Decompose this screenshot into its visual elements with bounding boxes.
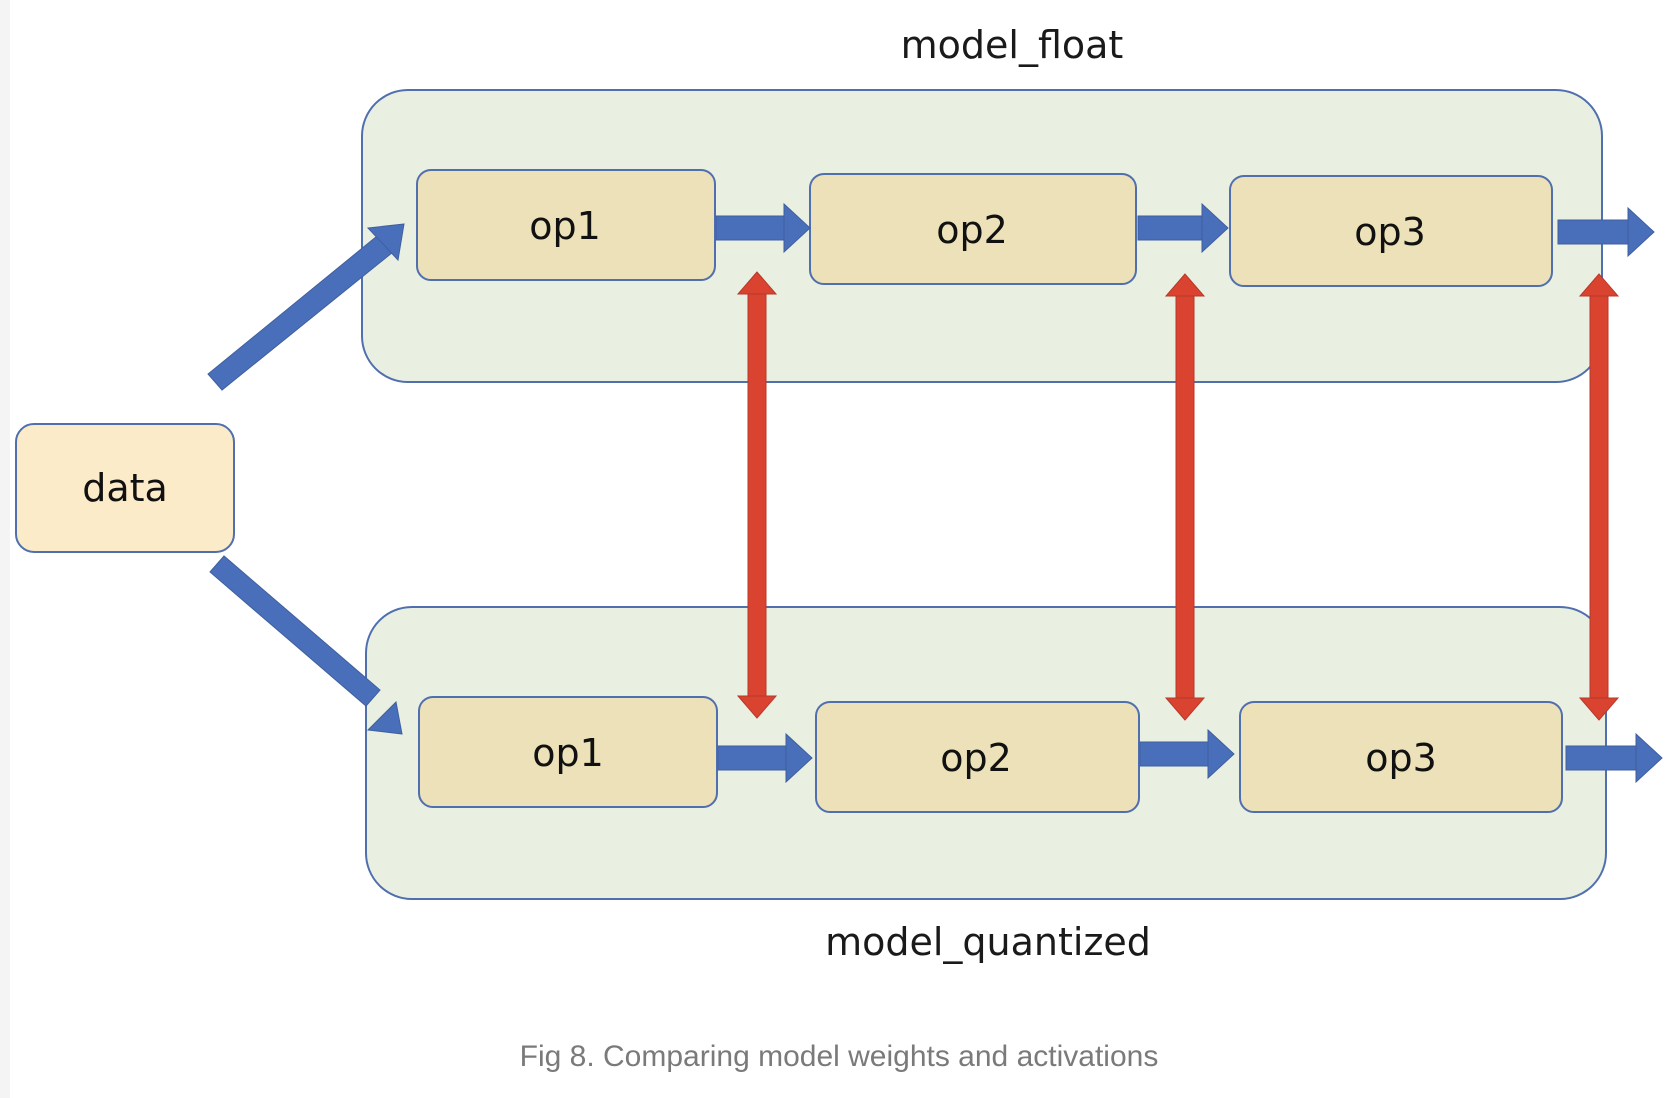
page-margin [0,0,10,1098]
quantized-op1-label: op1 [532,731,604,775]
model-quantized-title: model_quantized [825,920,1151,964]
float-op1-box [416,169,716,281]
quantized-op3-label: op3 [1365,736,1437,780]
float-op3-output-arrow [1557,206,1655,258]
model-float-title: model_float [901,23,1124,67]
float-op2-label: op2 [936,208,1008,252]
compare-op2-arrow [1164,273,1206,721]
float-op2-box [809,173,1137,285]
float-op1-label: op1 [529,204,601,248]
quantized-op3-output-arrow [1565,732,1663,784]
quantized-op3-box [1239,701,1563,813]
compare-op1-arrow [736,271,778,719]
quantized-op2-label: op2 [940,736,1012,780]
figure-caption: Fig 8. Comparing model weights and activ… [519,1040,1159,1073]
data-box [15,423,235,553]
float-op3-box [1229,175,1553,287]
float-op2-to-op3-arrow [1137,202,1229,254]
quantized-op2-box [815,701,1140,813]
float-op3-label: op3 [1354,210,1426,254]
quantized-op1-box [418,696,718,808]
data-label: data [82,466,168,510]
quantized-op2-to-op3-arrow [1139,728,1235,780]
data-to-quantized-arrow [209,555,403,735]
compare-op3-arrow [1578,273,1620,721]
data-to-float-arrow [207,223,405,391]
quantized-op1-to-op2-arrow [717,732,813,784]
float-op1-to-op2-arrow [715,202,811,254]
